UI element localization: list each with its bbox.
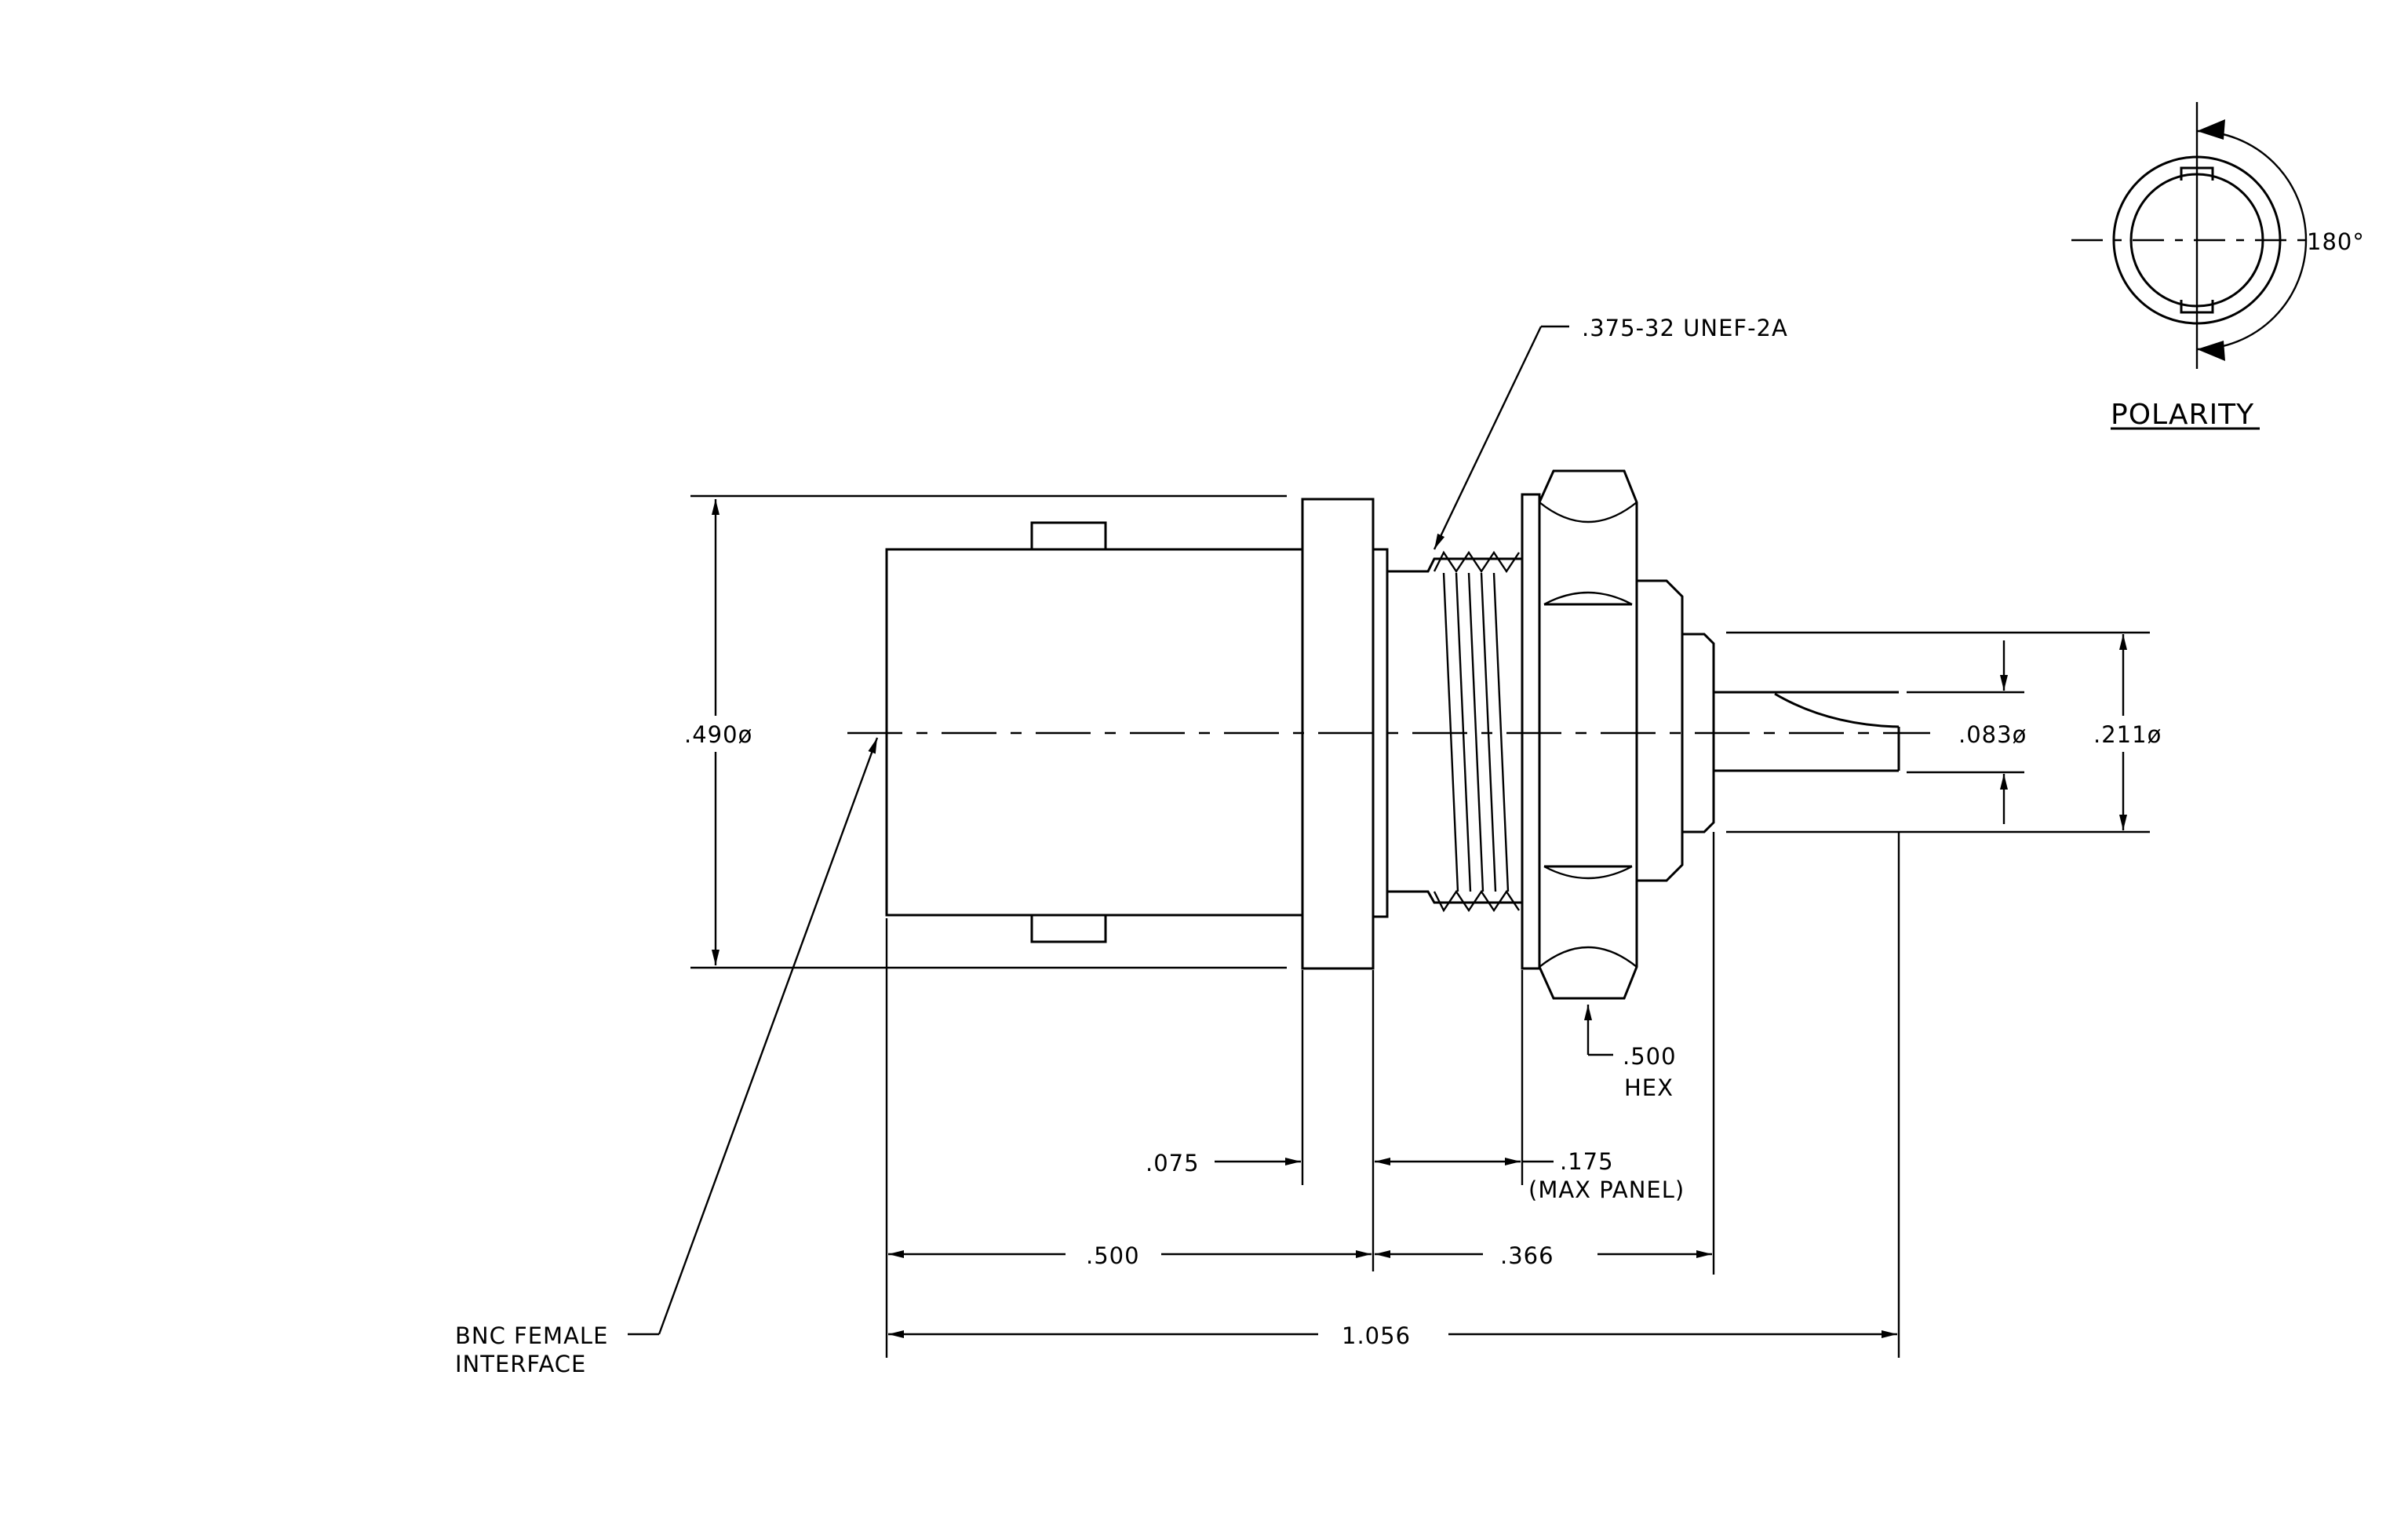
- hex-size: .500: [1623, 1043, 1677, 1070]
- dimensions: .490ø .211ø .083ø .075 .175 (MAX PANEL) …: [683, 499, 2169, 1358]
- dim-front-length: .500: [1086, 1242, 1140, 1269]
- polarity-angle: 180°: [2307, 228, 2365, 255]
- dim-flange: .075: [1146, 1150, 1200, 1176]
- dim-panel-note: (MAX PANEL): [1528, 1176, 1685, 1203]
- interface-line-2: INTERFACE: [455, 1351, 586, 1377]
- dim-body-diameter: .490ø: [684, 721, 752, 748]
- dim-tail-diameter: .211ø: [2093, 721, 2162, 748]
- connector-profile: [690, 469, 1900, 1000]
- interface-line-1: BNC FEMALE: [455, 1322, 608, 1349]
- polarity-title: POLARITY: [2111, 399, 2254, 431]
- dim-overall-length: 1.056: [1342, 1322, 1411, 1349]
- polarity-view: 180° POLARITY: [2071, 102, 2365, 431]
- dim-rear-length: .366: [1500, 1242, 1554, 1269]
- dim-panel-value: .175: [1560, 1148, 1614, 1175]
- callouts: .375-32 UNEF-2A .500 HEX BNC FEMALE INTE…: [455, 315, 1788, 1377]
- hex-label: HEX: [1624, 1074, 1674, 1101]
- thread-callout: .375-32 UNEF-2A: [1582, 315, 1788, 341]
- dim-pin-diameter: .083ø: [1958, 721, 2027, 748]
